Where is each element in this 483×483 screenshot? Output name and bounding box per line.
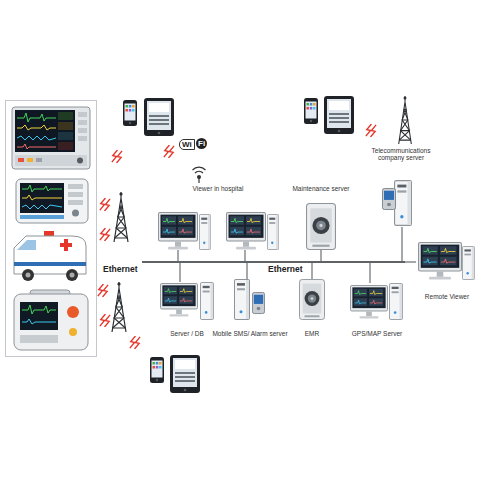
node-caption: Maintenance server	[292, 185, 349, 192]
node-caption: Server / DB	[170, 330, 204, 337]
ethernet-link	[244, 250, 245, 261]
wireless-signal	[98, 124, 376, 349]
ambulance	[14, 231, 86, 281]
radio-tower	[112, 96, 411, 332]
node-caption: Mobile SMS/ Alarm server	[212, 330, 287, 337]
device-node: Server / DB	[157, 282, 217, 337]
ethernet-link	[320, 250, 321, 261]
bedside-monitor	[16, 179, 88, 223]
ethernet-link	[369, 263, 370, 283]
device-node: Remote Viewer	[416, 240, 478, 300]
mobile-devices	[123, 96, 354, 393]
computer-icons	[159, 181, 475, 320]
patient-monitor	[12, 107, 90, 169]
ethernet-link	[405, 261, 416, 262]
ethernet-link	[177, 250, 178, 261]
wifi-logo-text: Wi	[179, 139, 195, 150]
network-bus: Ethernet	[142, 261, 405, 263]
ethernet-link	[179, 263, 180, 282]
ethernet-link	[246, 263, 247, 279]
wifi-logo-text: Fi	[196, 138, 207, 149]
defibrillator	[14, 290, 88, 350]
node-caption: Remote Viewer	[425, 293, 469, 300]
node-caption: Telecommunications company server	[360, 147, 442, 162]
node-caption: GPS/MAP Server	[352, 330, 402, 337]
device-node: Telecommunications company server	[360, 147, 442, 227]
bus-label: Ethernet	[268, 265, 302, 274]
ethernet-link	[311, 263, 312, 279]
device-node: Maintenance server	[290, 185, 352, 250]
node-caption: EMR	[305, 330, 319, 337]
ethernet-label: Ethernet	[103, 265, 137, 274]
device-node: GPS/MAP Server	[347, 283, 407, 337]
device-panel	[6, 101, 97, 357]
node-caption: Viewer in hospital	[193, 185, 244, 192]
device-node: Mobile SMS/ Alarm server	[210, 279, 290, 337]
ethernet-link	[401, 227, 402, 261]
device-node: Viewer in hospital	[155, 185, 281, 250]
device-node: EMR	[298, 279, 326, 337]
wifi-broadcast-icon	[193, 167, 206, 183]
